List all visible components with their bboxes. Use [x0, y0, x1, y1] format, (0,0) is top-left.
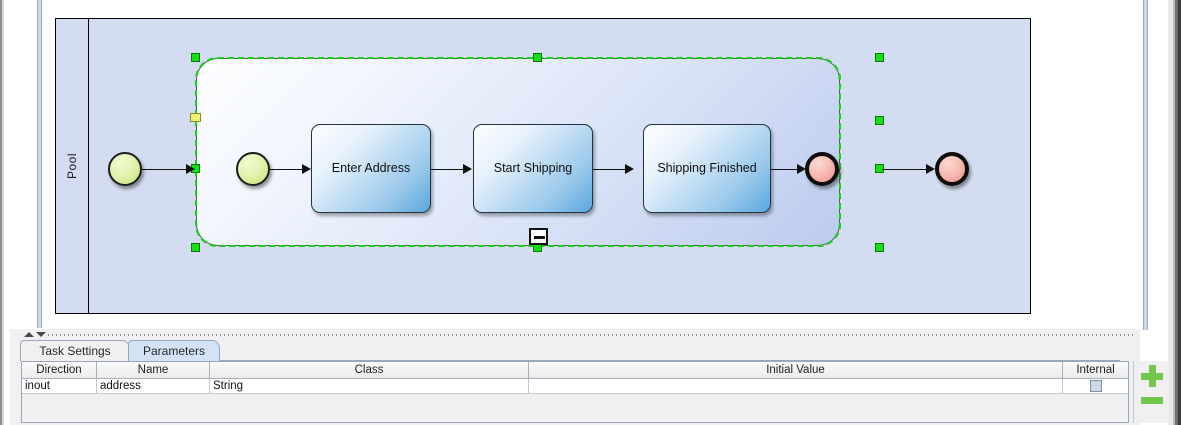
task-start-shipping[interactable]: Start Shipping	[473, 124, 593, 213]
resize-handle-top-right[interactable]	[875, 53, 884, 62]
splitter-grip	[48, 334, 1136, 336]
resize-handle-bottom-left[interactable]	[191, 243, 200, 252]
task-shipping-finished[interactable]: Shipping Finished	[643, 124, 771, 213]
sequence-flow-3-arrowhead	[463, 164, 472, 174]
column-header-class[interactable]: Class	[210, 362, 529, 379]
splitter-collapse-down-icon[interactable]	[36, 332, 46, 337]
cell-name[interactable]: address	[97, 379, 210, 394]
sequence-flow-6-arrowhead	[926, 164, 935, 174]
subprocess-start-event[interactable]	[236, 152, 270, 186]
resize-handle-right-upper[interactable]	[875, 116, 884, 125]
tabstrip: Task Settings Parameters	[20, 340, 1120, 361]
resize-handle-bottom-right[interactable]	[875, 243, 884, 252]
parameter-actions	[1133, 361, 1169, 423]
cell-initial-value[interactable]	[529, 379, 1063, 394]
tab-parameters[interactable]: Parameters	[128, 340, 220, 361]
sequence-flow-1[interactable]	[142, 169, 192, 170]
sequence-flow-1-arrowhead	[186, 164, 195, 174]
sequence-flow-5[interactable]	[771, 169, 804, 170]
task-enter-address[interactable]: Enter Address	[311, 124, 431, 213]
tabstrip-baseline	[20, 360, 1120, 361]
task-start-shipping-label: Start Shipping	[493, 161, 573, 175]
sequence-flow-4-arrowhead	[625, 164, 634, 174]
sequence-flow-6[interactable]	[882, 169, 932, 170]
tab-task-settings[interactable]: Task Settings	[20, 340, 130, 361]
window-right-frame	[1168, 0, 1184, 425]
canvas-left-scroll-rail[interactable]	[36, 0, 44, 330]
splitter-collapse-up-icon[interactable]	[24, 332, 34, 337]
pool-start-event[interactable]	[108, 152, 142, 186]
sequence-flow-2[interactable]	[270, 169, 308, 170]
sequence-flow-4[interactable]	[593, 169, 631, 170]
pool-header[interactable]: Pool	[56, 19, 89, 313]
remove-parameter-button[interactable]	[1141, 397, 1163, 404]
window-left-frame	[0, 0, 10, 425]
canvas-right-scroll-rail[interactable]	[1142, 0, 1150, 330]
pool-label: Pool	[65, 152, 79, 180]
sequence-flow-5-arrowhead	[797, 164, 806, 174]
resize-handle-top-center[interactable]	[533, 53, 542, 62]
resize-handle-top-left[interactable]	[191, 53, 200, 62]
rotate-handle[interactable]	[190, 113, 201, 122]
table-header-row: Direction Name Class Initial Value Inter…	[22, 362, 1128, 379]
properties-panel: Task Settings Parameters Direction Name …	[10, 340, 1169, 425]
cell-direction[interactable]: inout	[22, 379, 97, 394]
subprocess-end-event[interactable]	[805, 152, 839, 186]
tab-parameters-label: Parameters	[142, 344, 206, 358]
sequence-flow-3[interactable]	[431, 169, 469, 170]
table-empty-area	[22, 394, 1128, 422]
task-enter-address-label: Enter Address	[331, 161, 411, 175]
tab-task-settings-label: Task Settings	[39, 344, 111, 358]
pool-end-event[interactable]	[935, 152, 969, 186]
internal-checkbox[interactable]	[1089, 380, 1102, 392]
column-header-internal[interactable]: Internal	[1063, 362, 1128, 379]
task-shipping-finished-label: Shipping Finished	[657, 161, 757, 175]
column-header-initial-value[interactable]: Initial Value	[529, 362, 1063, 379]
add-parameter-button[interactable]	[1141, 365, 1163, 387]
column-header-direction[interactable]: Direction	[22, 362, 97, 379]
table-row[interactable]: inout address String	[22, 379, 1128, 394]
column-header-name[interactable]: Name	[97, 362, 210, 379]
diagram-canvas[interactable]: Pool Enter Address	[44, 0, 1140, 328]
cell-internal[interactable]	[1063, 379, 1128, 394]
parameters-table[interactable]: Direction Name Class Initial Value Inter…	[21, 361, 1129, 423]
sequence-flow-2-arrowhead	[302, 164, 311, 174]
subprocess-collapse-minus-icon[interactable]	[529, 228, 548, 245]
cell-class[interactable]: String	[210, 379, 529, 394]
resize-handle-middle-right[interactable]	[875, 164, 884, 173]
